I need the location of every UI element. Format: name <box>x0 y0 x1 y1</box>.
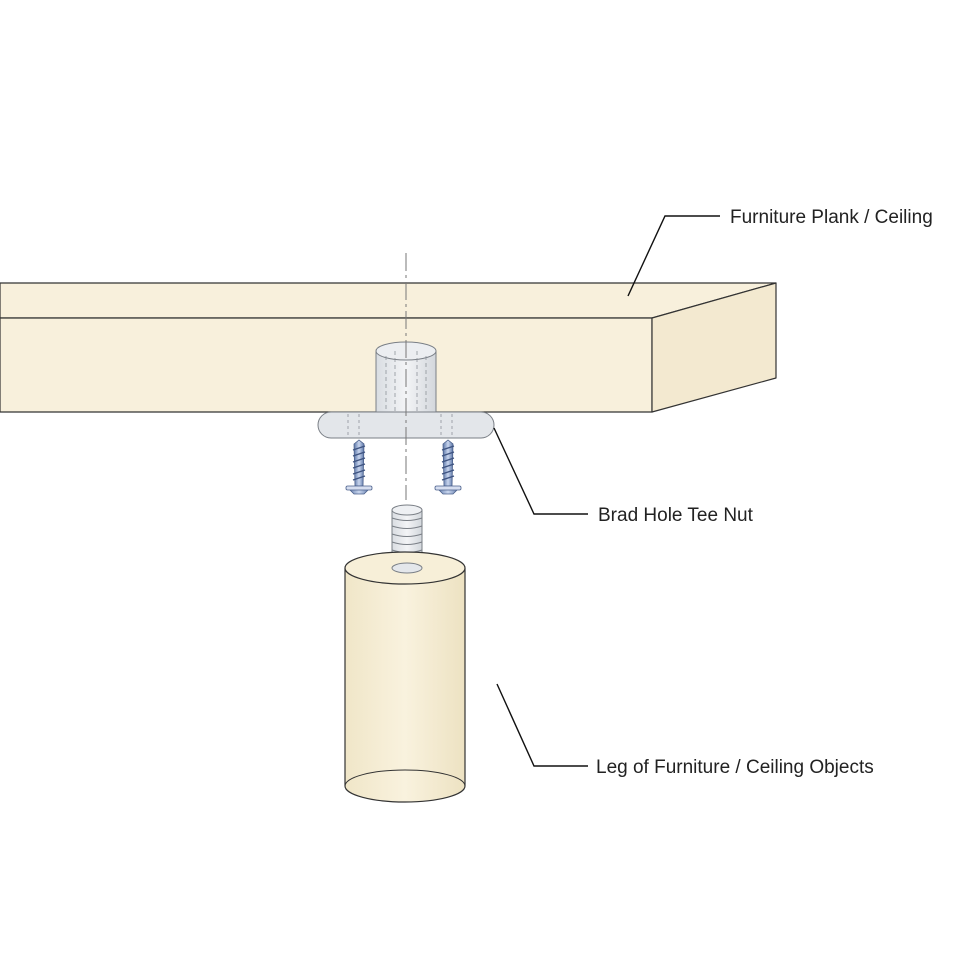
brad-screw-left <box>345 439 373 495</box>
furniture-leg <box>344 551 466 803</box>
leg-bottom-hidden-edge <box>344 769 466 787</box>
plank-top-face <box>0 282 777 319</box>
furniture-plank <box>0 282 777 413</box>
tee-nut-label: Brad Hole Tee Nut <box>598 505 754 526</box>
plank-front-face <box>0 317 653 413</box>
leg-leader-line <box>496 683 588 767</box>
plank-side-face <box>651 282 777 413</box>
brad-screw-right <box>434 439 462 495</box>
leg-label: Leg of Furniture / Ceiling Objects <box>596 757 874 778</box>
plank-leader-line <box>627 215 720 297</box>
tee-nut-leader-line <box>493 427 588 515</box>
plank-label: Furniture Plank / Ceiling <box>730 207 933 228</box>
